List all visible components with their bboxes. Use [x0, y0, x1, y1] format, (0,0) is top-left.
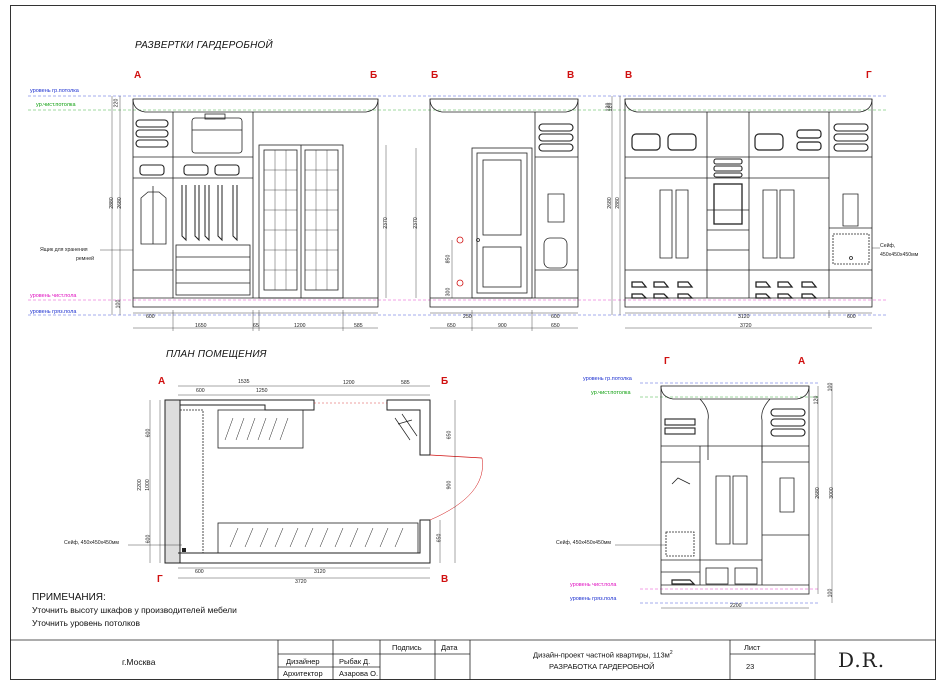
level-floor-finish: уровень чист.пола	[30, 293, 77, 299]
room-plan	[149, 385, 483, 579]
wall-letter: Б	[431, 70, 439, 81]
level-ceiling-finish: ур.чист.потолка	[36, 102, 76, 108]
elevation-v-g	[611, 96, 873, 329]
wall-letter: В	[625, 70, 633, 81]
dim-label: 900	[498, 323, 507, 329]
sheet-border	[10, 5, 936, 680]
level-ceiling-rough: уровень гр.потолка	[30, 88, 79, 94]
dim-label: 3720	[740, 323, 752, 329]
elevation-b-v	[415, 98, 579, 331]
dim-label: 3120	[314, 569, 326, 575]
wall-letter: А	[798, 356, 806, 367]
plan-title: ПЛАН ПОМЕЩЕНИЯ	[166, 349, 267, 360]
project-title: Дизайн-проект частной квартиры, 113м2	[533, 650, 673, 660]
level-floor-rough: уровень гряз.пола	[570, 596, 617, 602]
dim-label: 1200	[294, 323, 306, 329]
dim-label: 600	[551, 314, 560, 320]
sheet-label: Лист	[744, 643, 761, 652]
designer-name: Рыбак Д.	[339, 657, 371, 666]
wall-letter: В	[441, 574, 449, 585]
wall-letter: В	[567, 70, 575, 81]
dim-label: 600	[195, 569, 204, 575]
safe-note: Сейф, 450x450x450мм	[556, 540, 611, 546]
date-column: Дата	[441, 643, 458, 652]
logo: D.R.	[838, 648, 886, 672]
dim-label: 585	[401, 380, 410, 386]
city-label: г.Москва	[122, 657, 156, 667]
dim-label: 1250	[256, 388, 268, 394]
dim-label: 65	[253, 323, 259, 329]
level-floor-finish: уровень чист.пола	[570, 582, 617, 588]
safe-note: Сейф, 450x450x450мм	[64, 540, 119, 546]
wall-letter: Б	[370, 70, 378, 81]
signature-column: Подпись	[392, 643, 422, 652]
dim-label: 1200	[343, 380, 355, 386]
level-floor-rough: уровень гряз.пола	[30, 309, 77, 315]
dim-label: 650	[551, 323, 560, 329]
role-designer: Дизайнер	[286, 657, 320, 666]
role-architect: Архитектор	[283, 669, 323, 678]
dim-label: 3120	[738, 314, 750, 320]
level-ceiling-rough: уровень гр.потолка	[583, 376, 632, 382]
dim-label: 585	[354, 323, 363, 329]
belt-drawer-note: Ящик для хранения	[40, 247, 88, 253]
dim-label: 600	[847, 314, 856, 320]
elevation-g-a	[640, 382, 833, 609]
wall-letter: Г	[157, 574, 163, 585]
wall-letter: А	[134, 70, 142, 81]
dim-label: 1650	[195, 323, 207, 329]
wall-letter: А	[158, 376, 166, 387]
architect-name: Азарова О.	[339, 669, 379, 678]
level-ceiling-finish: ур.чист.потолка	[591, 390, 631, 396]
dim-label: 650	[447, 323, 456, 329]
wall-letter: Г	[664, 356, 670, 367]
dim-label: 250	[463, 314, 472, 320]
sheet-number: 23	[746, 662, 755, 671]
belt-drawer-note: ремней	[76, 256, 94, 262]
safe-note: 450x450x450мм	[880, 252, 919, 258]
sheet-title: РАЗРАБОТКА ГАРДЕРОБНОЙ	[549, 662, 655, 671]
dim-label: 3720	[295, 579, 307, 585]
note-line: Уточнить уровень потолков	[32, 618, 141, 628]
elevation-a-b	[111, 96, 387, 331]
dim-label: 600	[146, 314, 155, 320]
dim-label: 2200	[730, 603, 742, 609]
notes-heading: ПРИМЕЧАНИЯ:	[32, 592, 106, 603]
note-line: Уточнить высоту шкафов у производителей …	[32, 605, 237, 615]
elevations-title: РАЗВЕРТКИ ГАРДЕРОБНОЙ	[135, 40, 273, 51]
wall-letter: Г	[866, 70, 872, 81]
dim-label: 1535	[238, 379, 250, 385]
dim-label: 600	[196, 388, 205, 394]
safe-note: Сейф,	[880, 243, 896, 249]
wall-letter: Б	[441, 376, 449, 387]
